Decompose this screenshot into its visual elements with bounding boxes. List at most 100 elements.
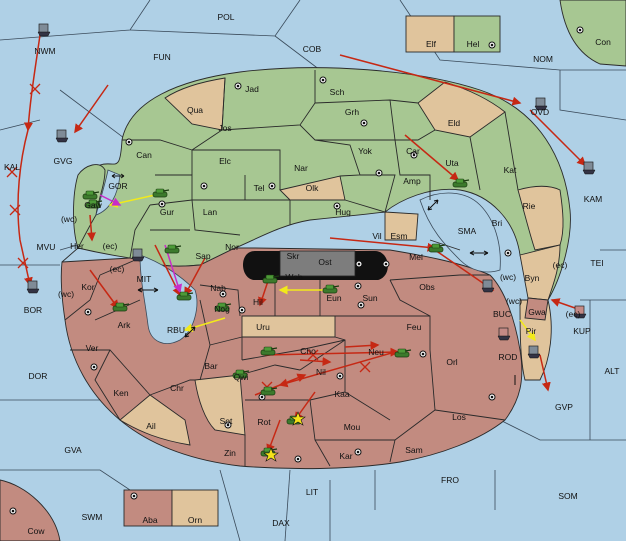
lake-rbu[interactable] (139, 254, 198, 344)
svg-text:Kor: Kor (81, 282, 94, 292)
svg-text:Hil: Hil (253, 297, 263, 307)
svg-text:(wc): (wc) (58, 289, 74, 299)
sea-dor: DOR (29, 371, 48, 381)
svg-text:Con: Con (595, 37, 611, 47)
svg-text:Can: Can (136, 150, 152, 160)
sea-bor: BOR (24, 305, 42, 315)
sea-buc: BUC (493, 309, 511, 319)
province-borders (61, 70, 519, 467)
land-labels: Elf Hel Con Cow Aba Orn Jad Sch Qua Jos … (27, 37, 611, 536)
province-ail[interactable] (119, 394, 191, 446)
svg-text:(wc): (wc) (500, 272, 516, 282)
sea-gvg: GVG (54, 156, 73, 166)
svg-text:Bar: Bar (204, 361, 217, 371)
svg-text:Cow: Cow (27, 526, 45, 536)
svg-text:Orn: Orn (188, 515, 202, 525)
sea-kam: KAM (584, 194, 602, 204)
svg-text:Aba: Aba (142, 515, 157, 525)
svg-text:Rie: Rie (523, 201, 536, 211)
province-elf[interactable] (405, 15, 455, 53)
sea-tei: TEI (590, 258, 603, 268)
sea-nwm: NWM (34, 46, 55, 56)
province-gwa[interactable] (524, 297, 549, 321)
sea-rod: ROD (499, 352, 518, 362)
svg-text:Eun: Eun (326, 293, 341, 303)
coast-labels: (wc) (ec) (ec) (wc) (wc) (ec) (wc) (ec) (58, 214, 581, 319)
svg-text:(ec): (ec) (566, 309, 581, 319)
svg-text:Her: Her (70, 241, 84, 251)
svg-text:Sun: Sun (362, 293, 377, 303)
svg-text:Sot: Sot (220, 416, 233, 426)
sea-kup: KUP (573, 326, 591, 336)
sea-fro: FRO (441, 475, 459, 485)
svg-text:Byn: Byn (525, 273, 540, 283)
sea-gvp: GVP (555, 402, 573, 412)
svg-text:(ec): (ec) (103, 241, 118, 251)
sea-cob: COB (303, 44, 322, 54)
province-ost-inner[interactable] (279, 250, 356, 277)
svg-text:Qua: Qua (187, 105, 203, 115)
sea-labels: POL COB FUN NWM NOM OVD KAM GVG KAL MVU … (4, 12, 620, 528)
svg-text:Yok: Yok (358, 146, 373, 156)
province-rie[interactable] (517, 185, 564, 251)
coast-double-arrows (111, 173, 516, 385)
svg-text:Elf: Elf (426, 39, 437, 49)
sea-pol: POL (217, 12, 234, 22)
province-esm[interactable] (384, 211, 419, 241)
sea-ovd: OVD (531, 107, 549, 117)
svg-text:Skr: Skr (287, 251, 300, 261)
sea-gor: GOR (108, 181, 127, 191)
svg-text:Nog: Nog (214, 304, 230, 314)
svg-text:Ken: Ken (113, 388, 128, 398)
svg-text:Esm: Esm (391, 231, 408, 241)
svg-text:Nab: Nab (210, 283, 226, 293)
svg-text:Los: Los (452, 412, 466, 422)
svg-text:Kat: Kat (504, 165, 517, 175)
sea-swm: SWM (82, 512, 103, 522)
svg-text:Tel: Tel (254, 183, 265, 193)
svg-text:Sap: Sap (195, 251, 210, 261)
svg-text:Nil: Nil (316, 367, 326, 377)
svg-text:Pir: Pir (526, 326, 537, 336)
sea-nom: NOM (533, 54, 553, 64)
svg-text:Car: Car (406, 146, 420, 156)
svg-text:Hug: Hug (335, 207, 351, 217)
svg-text:Gwa: Gwa (528, 307, 546, 317)
sea-rbu: RBU (167, 325, 185, 335)
svg-text:Cho: Cho (300, 346, 316, 356)
sea-fun: FUN (153, 52, 170, 62)
svg-text:Jad: Jad (245, 84, 259, 94)
sea-mit: MIT (137, 274, 152, 284)
svg-text:Eld: Eld (448, 118, 461, 128)
svg-text:Jos: Jos (218, 123, 231, 133)
svg-text:Vil: Vil (372, 231, 381, 241)
sea-mvu: MVU (37, 242, 56, 252)
svg-text:Hel: Hel (467, 39, 480, 49)
svg-text:Nor: Nor (225, 242, 239, 252)
svg-text:Zin: Zin (224, 448, 236, 458)
svg-text:Olk: Olk (306, 183, 320, 193)
svg-text:(wc): (wc) (61, 214, 77, 224)
svg-text:Gur: Gur (160, 207, 174, 217)
svg-text:(ec): (ec) (110, 264, 125, 274)
svg-text:Chr: Chr (170, 383, 184, 393)
svg-text:Ark: Ark (118, 320, 132, 330)
svg-text:Neu: Neu (368, 347, 384, 357)
svg-text:Ver: Ver (86, 343, 99, 353)
dislodged-markers (263, 411, 306, 462)
svg-text:Uta: Uta (445, 158, 459, 168)
svg-text:(wc): (wc) (506, 296, 522, 306)
svg-text:Uru: Uru (256, 322, 270, 332)
svg-text:Bri: Bri (492, 218, 503, 228)
sea-som: SOM (558, 491, 577, 501)
province-con[interactable] (559, 0, 626, 67)
svg-text:Grh: Grh (345, 107, 359, 117)
svg-text:Feu: Feu (407, 322, 422, 332)
sea-gva: GVA (64, 445, 82, 455)
province-orn[interactable] (171, 489, 219, 527)
svg-text:Mel: Mel (409, 252, 423, 262)
svg-text:Web: Web (285, 272, 303, 282)
province-ost-label: Ost (318, 257, 332, 267)
province-sot[interactable] (194, 374, 246, 436)
